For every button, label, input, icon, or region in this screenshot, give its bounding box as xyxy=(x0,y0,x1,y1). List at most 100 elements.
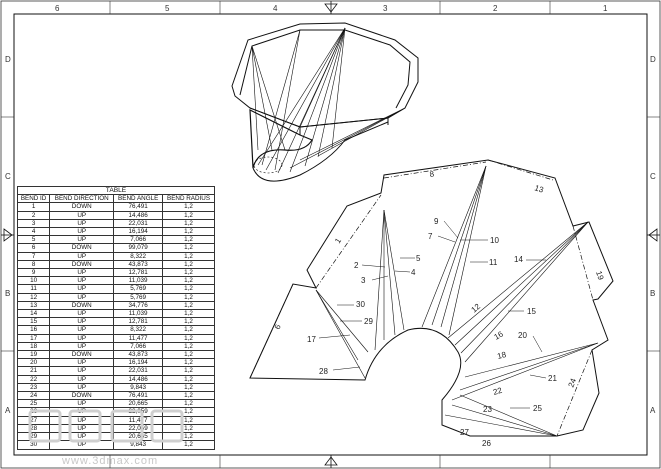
table-cell: 1,2 xyxy=(162,382,215,393)
table-cell: 1,2 xyxy=(162,210,215,220)
table-cell: DOWN xyxy=(49,243,115,253)
table-cell: UP xyxy=(49,333,115,343)
table-cell: 8 xyxy=(16,259,51,270)
table-cell: UP xyxy=(49,366,115,376)
table-cell: UP xyxy=(49,382,115,393)
table-cell: 16,194 xyxy=(113,227,164,237)
table-cell: UP xyxy=(49,210,115,220)
table-cell: 1,2 xyxy=(162,432,215,442)
zone-label-top-2: 2 xyxy=(493,4,498,13)
table-cell: DOWN xyxy=(49,350,115,360)
table-cell: UP xyxy=(49,292,115,302)
table-cell: 14,486 xyxy=(113,374,164,384)
table-cell: 11,477 xyxy=(113,333,164,343)
table-cell: 1,2 xyxy=(162,333,215,343)
callout-9: 9 xyxy=(434,217,439,226)
bend-table: TABLE BEND ID BEND DIRECTION BEND ANGLE … xyxy=(16,185,215,450)
table-cell: 6 xyxy=(16,243,51,253)
table-cell: 9,843 xyxy=(113,382,164,393)
callout-17: 17 xyxy=(307,335,316,344)
callout-4: 4 xyxy=(411,268,416,277)
inner-frame xyxy=(13,13,648,456)
table-cell: 30 xyxy=(16,440,51,450)
table-cell: 7,066 xyxy=(113,341,164,352)
callout-18: 18 xyxy=(496,350,507,361)
table-cell: 22 xyxy=(16,374,51,384)
header-bend-id: BEND ID xyxy=(16,194,51,204)
table-cell: 9 xyxy=(16,268,51,278)
table-cell: 8,322 xyxy=(113,325,164,335)
table-cell: 76,491 xyxy=(113,391,164,401)
table-cell: 99,079 xyxy=(113,243,164,253)
callout-24: 24 xyxy=(567,377,579,389)
table-cell: 1,2 xyxy=(162,391,215,401)
table-cell: UP xyxy=(49,358,115,368)
table-cell: UP xyxy=(49,407,115,417)
table-cell: UP xyxy=(49,440,115,450)
table-cell: 76,491 xyxy=(113,202,164,212)
table-cell: 11,039 xyxy=(113,309,164,319)
table-cell: UP xyxy=(49,276,115,286)
table-cell: 15 xyxy=(16,317,51,327)
table-cell: 13 xyxy=(16,300,51,311)
table-cell: DOWN xyxy=(49,259,115,270)
table-title: TABLE xyxy=(17,185,215,196)
table-cell: 16 xyxy=(16,325,51,335)
table-cell: 5 xyxy=(16,235,51,245)
table-cell: 1,2 xyxy=(162,218,215,229)
table-cell: 1,2 xyxy=(162,227,215,237)
table-cell: 1,2 xyxy=(162,317,215,327)
table-cell: 20 xyxy=(16,358,51,368)
table-cell: 22,031 xyxy=(113,366,164,376)
callout-11: 11 xyxy=(489,258,498,267)
callout-1: 1 xyxy=(333,236,343,245)
callout-3: 3 xyxy=(361,276,366,285)
zone-label-right-d: D xyxy=(650,55,656,64)
header-bend-radius: BEND RADIUS xyxy=(162,194,215,204)
table-cell: DOWN xyxy=(49,391,115,401)
zone-label-top-1: 1 xyxy=(603,4,608,13)
callout-15: 15 xyxy=(527,307,536,316)
table-cell: 1,2 xyxy=(162,366,215,376)
callout-12: 12 xyxy=(470,302,483,315)
callout-20: 20 xyxy=(518,331,527,340)
table-cell: 26 xyxy=(16,407,51,417)
callout-22: 22 xyxy=(492,386,504,397)
table-cell: UP xyxy=(49,341,115,352)
table-cell: 3 xyxy=(16,218,51,229)
table-cell: UP xyxy=(49,423,115,434)
callout-26: 26 xyxy=(482,439,491,448)
table-cell: 21 xyxy=(16,366,51,376)
table-cell: 1,2 xyxy=(162,259,215,270)
callout-2: 2 xyxy=(354,261,359,270)
zone-label-right-a: A xyxy=(650,406,656,415)
zone-label-left-a: A xyxy=(5,406,11,415)
zone-label-right-b: B xyxy=(650,289,655,298)
table-cell: UP xyxy=(49,415,115,425)
table-cell: 10 xyxy=(16,276,51,286)
table-cell: 14 xyxy=(16,309,51,319)
table-cell: UP xyxy=(49,268,115,278)
table-cell: 1,2 xyxy=(162,268,215,278)
table-cell: 28 xyxy=(16,423,51,434)
callout-6: 6 xyxy=(273,322,283,330)
table-cell: 11,039 xyxy=(113,276,164,286)
isometric-view xyxy=(231,22,419,182)
zone-label-top-4: 4 xyxy=(273,4,278,13)
callout-21: 21 xyxy=(548,374,557,383)
